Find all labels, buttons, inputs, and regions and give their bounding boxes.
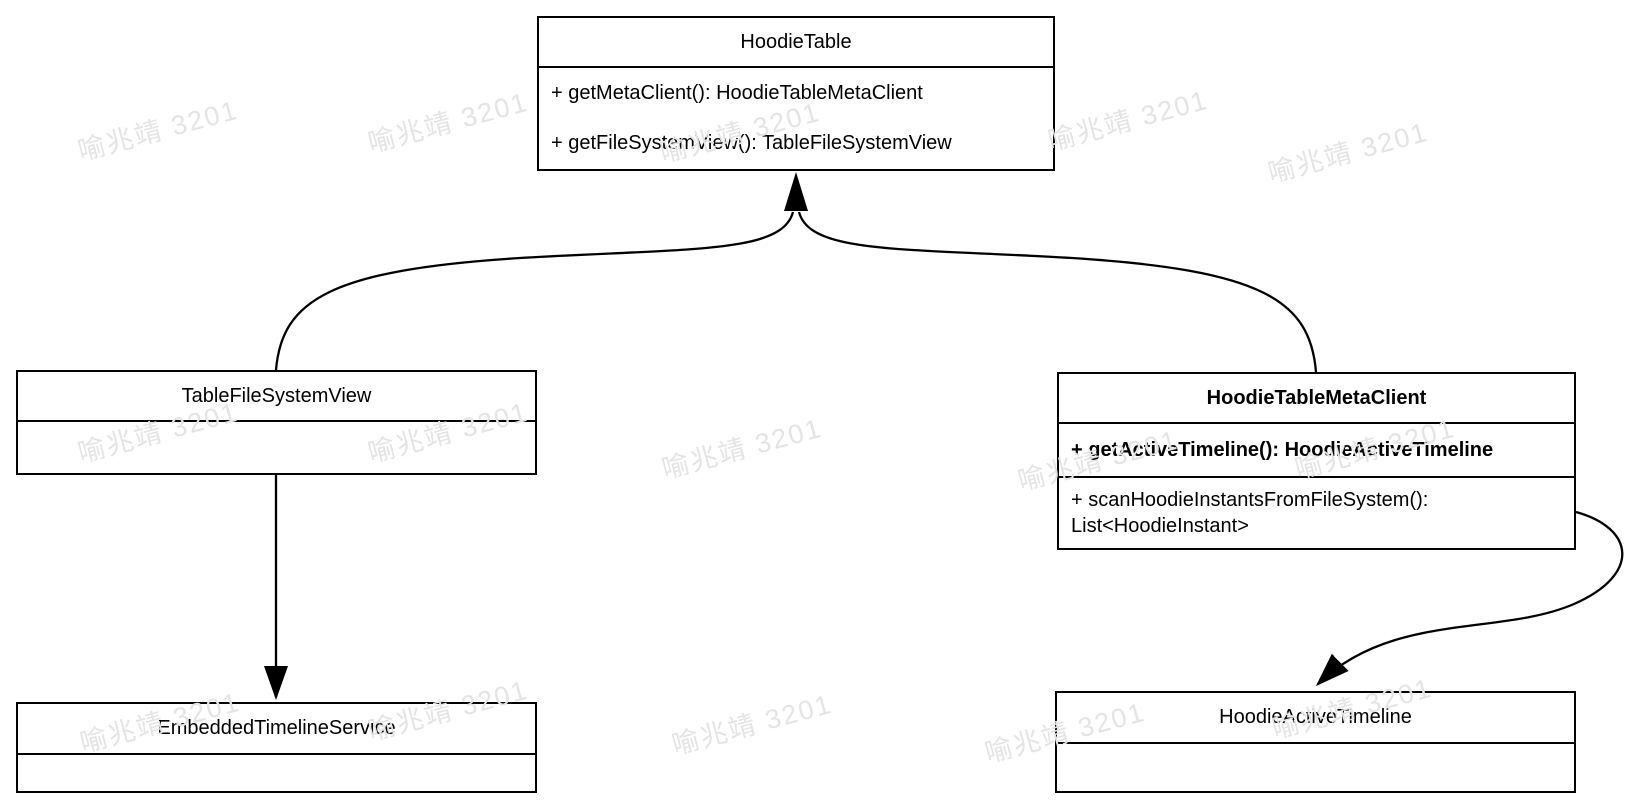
- method-getfilesystemview: + getFileSystemView(): TableFileSystemVi…: [551, 132, 952, 155]
- class-box-hoodieactivetimeline: HoodieActiveTimeline: [1055, 691, 1576, 793]
- method-getactivetimeline: + getActiveTimeline(): HoodieActiveTimel…: [1071, 438, 1494, 461]
- method-scanhoodieinstants: + scanHoodieInstantsFromFileSystem():: [1071, 489, 1429, 511]
- methods-compartment: + getActiveTimeline(): HoodieActiveTimel…: [1059, 424, 1574, 476]
- class-title-tablefilesystemview: TableFileSystemView: [18, 372, 535, 422]
- class-title-hoodieactivetimeline: HoodieActiveTimeline: [1057, 693, 1574, 744]
- class-box-embeddedtimelineservice: EmbeddedTimelineService: [16, 702, 537, 793]
- edge-tablefsv-to-hoodietable: [274, 211, 795, 371]
- empty-compartment: [18, 755, 535, 793]
- class-box-tablefilesystemview: TableFileSystemView: [16, 370, 537, 475]
- empty-compartment: [18, 422, 535, 473]
- class-box-hoodietable: HoodieTable + getMetaClient(): HoodieTab…: [537, 16, 1055, 171]
- arrowhead-up-icon: [784, 172, 808, 211]
- class-title-hoodietable: HoodieTable: [539, 18, 1053, 68]
- empty-compartment: [1057, 744, 1574, 791]
- method-scanhoodieinstants-return-type: List<HoodieInstant>: [1071, 515, 1249, 537]
- methods-compartment: + getMetaClient(): HoodieTableMetaClient…: [539, 68, 1053, 169]
- class-title-hoodietablemetaclient: HoodieTableMetaClient: [1059, 374, 1574, 424]
- class-box-hoodietablemetaclient: HoodieTableMetaClient + getActiveTimelin…: [1057, 372, 1576, 550]
- edge-metaclient-to-hoodietable: [797, 211, 1318, 373]
- class-title-embeddedtimelineservice: EmbeddedTimelineService: [18, 704, 535, 755]
- method-getmetaclient: + getMetaClient(): HoodieTableMetaClient: [551, 81, 923, 104]
- edge-metaclient-to-activetimeline: [1315, 510, 1624, 687]
- methods-compartment: + scanHoodieInstantsFromFileSystem(): Li…: [1059, 476, 1574, 548]
